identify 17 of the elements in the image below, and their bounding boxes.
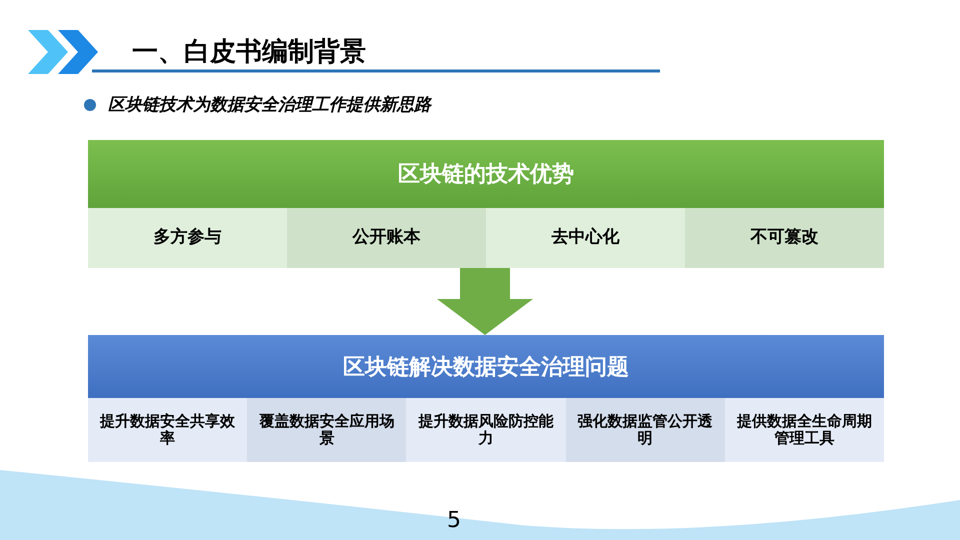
feature-cell: 覆盖数据安全应用场景 [247, 398, 406, 462]
feature-cell: 不可篡改 [685, 208, 884, 268]
info-panel [88, 335, 884, 462]
arrow [437, 268, 533, 335]
feature-cell: 强化数据监管公开透明 [566, 398, 725, 462]
feature-cell: 多方参与 [88, 208, 287, 268]
panel-heading: 区块链的技术优势 [88, 140, 884, 208]
info-panel [88, 140, 884, 268]
feature-cell: 提升数据安全共享效率 [88, 398, 248, 462]
panel-heading: 区块链解决数据安全治理问题 [88, 335, 884, 398]
page-number: 5 [447, 508, 461, 533]
feature-cell: 公开账本 [287, 208, 486, 268]
slide-title: 一、白皮书编制背景 [132, 36, 366, 69]
feature-cell: 提供数据全生命周期管理工具 [724, 398, 884, 462]
feature-cell: 去中心化 [486, 208, 685, 268]
subtitle: 区块链技术为数据安全治理工作提供新思路 [108, 94, 431, 116]
feature-cell: 提升数据风险防控能力 [406, 398, 566, 462]
